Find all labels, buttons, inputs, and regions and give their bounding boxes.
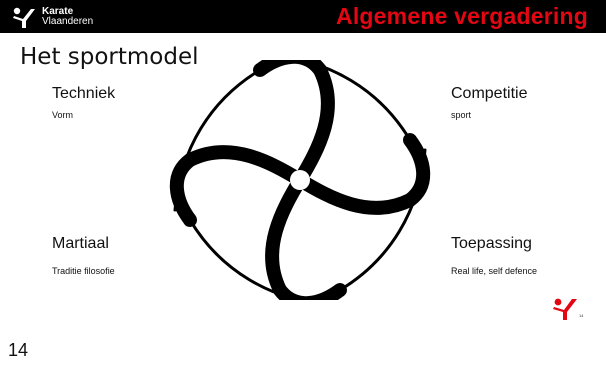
karate-figure-icon	[553, 298, 577, 320]
karate-vlaanderen-logo: Karate Vlaanderen	[12, 5, 93, 29]
quadrant-sub-toepassing: Real life, self defence	[451, 266, 538, 276]
quadrant-label-techniek: Techniek	[52, 85, 116, 102]
quadrant-label-martiaal: Martiaal	[52, 235, 109, 252]
header-title: Algemene vergadering	[336, 3, 588, 29]
slide: Karate Vlaanderen Algemene vergadering H…	[0, 0, 606, 320]
swirl-arm	[265, 148, 427, 300]
swirl-arm	[268, 60, 431, 215]
quadrant-sub-competitie: sport	[451, 110, 472, 120]
quadrant-sub-techniek: Vorm	[52, 110, 74, 120]
karate-figure-icon	[13, 7, 35, 28]
header-bar: Karate Vlaanderen Algemene vergadering	[0, 0, 606, 33]
slide-number: 14	[579, 313, 584, 318]
slide-title: Het sportmodel	[20, 44, 199, 70]
logo-name: Karate	[42, 6, 74, 17]
quadrant-label-competitie: Competitie	[451, 85, 528, 102]
logo-subtitle: Vlaanderen	[42, 16, 94, 27]
swirl-arm	[169, 145, 332, 300]
quadrant-label-toepassing: Toepassing	[451, 235, 532, 252]
swirl-icon	[169, 60, 431, 300]
quadrant-sub-martiaal: Traditie filosofie	[52, 266, 115, 276]
page-number: 14	[8, 340, 29, 360]
